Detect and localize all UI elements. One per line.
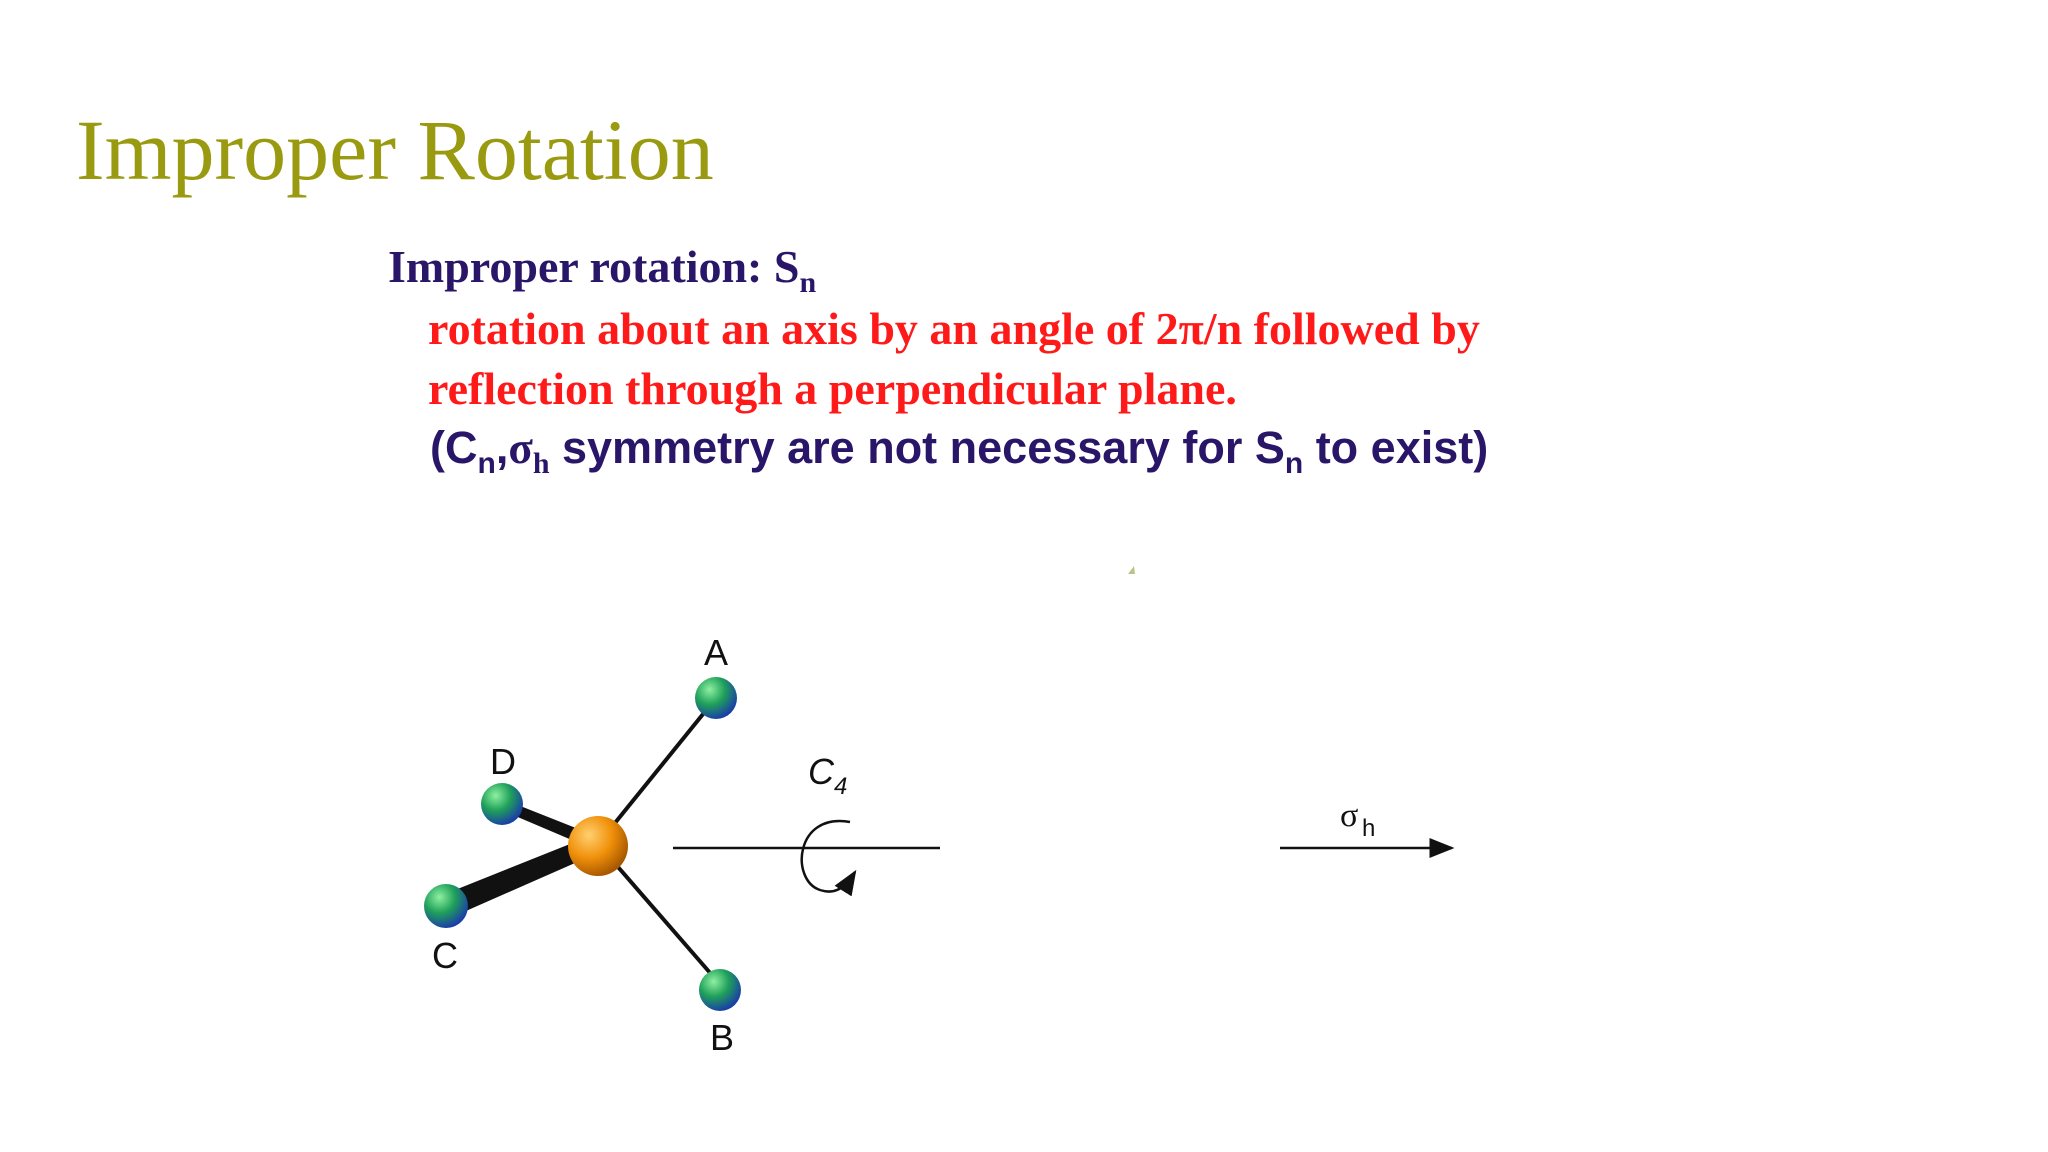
- symmetry-note: (Cn,σh symmetry are not necessary for Sn…: [430, 422, 1488, 481]
- label-b: B: [710, 1017, 734, 1058]
- improper-rotation-heading: Improper rotation: Sn: [388, 240, 816, 300]
- rotation-subscript: 4: [834, 773, 847, 800]
- stray-mark: [1128, 566, 1135, 574]
- central-atom: [568, 816, 628, 876]
- definition-line-2: reflection through a perpendicular plane…: [428, 363, 1237, 414]
- bond-c-wedge: [440, 836, 600, 918]
- ligand-d: [481, 783, 523, 825]
- heading-subscript: n: [799, 266, 817, 299]
- label-c: C: [432, 935, 458, 976]
- label-a: A: [704, 632, 728, 673]
- ligand-b: [699, 969, 741, 1011]
- reflection-label: σ: [1340, 797, 1358, 834]
- definition-line-1: rotation about an axis by an angle of 2π…: [428, 303, 1480, 354]
- note-close: to exist): [1303, 422, 1489, 473]
- note-c-subscript: n: [477, 447, 496, 480]
- note-sigma-subscript: h: [532, 447, 550, 480]
- note-comma: ,: [495, 422, 509, 473]
- note-s-subscript: n: [1284, 447, 1304, 480]
- note-sigma: σ: [508, 423, 533, 473]
- heading-text: Improper rotation: S: [388, 241, 800, 292]
- bond-a: [596, 696, 718, 846]
- rotation-arrow-icon: [800, 819, 857, 897]
- ligand-c: [424, 884, 468, 928]
- note-middle: symmetry are not necessary for S: [549, 422, 1285, 473]
- label-d: D: [490, 741, 516, 782]
- slide-title: Improper Rotation: [76, 102, 714, 198]
- ligand-a: [695, 677, 737, 719]
- reflection-subscript: h: [1362, 815, 1375, 842]
- note-open: (C: [430, 422, 478, 473]
- rotation-label: C: [808, 751, 835, 792]
